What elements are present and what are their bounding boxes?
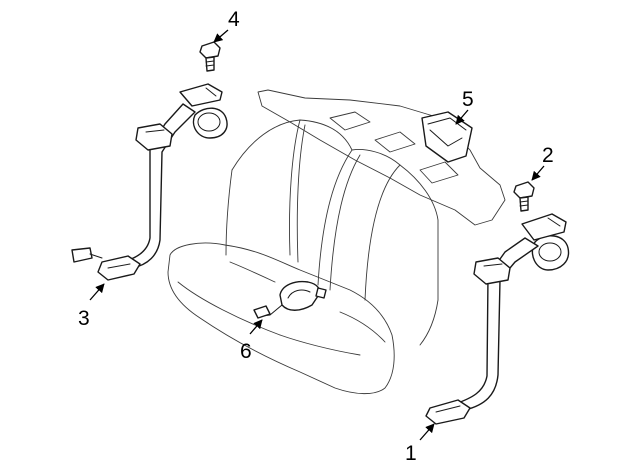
rear-seat: [167, 119, 439, 395]
callout-3: 3: [78, 307, 90, 330]
bolt-part-2[interactable]: [513, 181, 535, 212]
callout-2: 2: [542, 144, 554, 167]
callout-leaders: [89, 29, 545, 441]
leader-4: [213, 29, 229, 43]
leader-2: [531, 165, 545, 181]
leader-3: [89, 283, 105, 301]
clip-part-5[interactable]: [421, 111, 473, 163]
leader-1: [419, 423, 435, 441]
center-buckle-part-6[interactable]: [253, 280, 327, 319]
right-seatbelt-part-1[interactable]: [425, 213, 570, 425]
leader-6: [249, 319, 263, 335]
bolt-part-4[interactable]: [199, 41, 221, 72]
callout-4: 4: [228, 8, 240, 31]
package-tray: [257, 89, 506, 226]
leader-5: [455, 109, 469, 125]
callout-5: 5: [462, 88, 474, 111]
left-seatbelt-part-3[interactable]: [71, 83, 228, 281]
callout-6: 6: [240, 340, 252, 363]
callout-labels: 4 5 2 3 6 1: [78, 8, 554, 465]
callout-1: 1: [405, 442, 417, 465]
